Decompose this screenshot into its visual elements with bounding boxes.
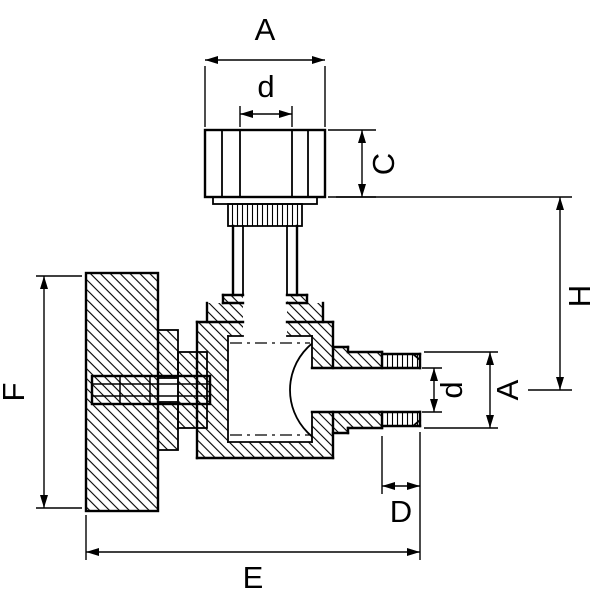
dimension-A-outlet: A — [424, 351, 525, 429]
chamber-internals — [230, 342, 312, 438]
dimension-label-A-top: A — [255, 12, 276, 47]
inlet-pipe — [221, 224, 309, 305]
outlet-port — [310, 345, 422, 435]
dimension-label-H: H — [562, 285, 597, 307]
inlet-nut — [203, 128, 327, 227]
outlet-thread-bottom-fill — [382, 412, 420, 426]
outlet-bore-fill — [312, 368, 420, 412]
chamfer-line — [411, 352, 422, 362]
dimension-H: H — [336, 196, 597, 391]
dimension-E: E — [85, 432, 421, 595]
handle-plate — [84, 271, 160, 513]
outlet-thread-top-fill — [382, 354, 420, 368]
dimension-D: D — [381, 436, 420, 529]
chamber-fill — [228, 336, 312, 442]
dimension-label-D: D — [390, 494, 412, 529]
inlet-thread-outline — [227, 203, 303, 227]
dimension-label-d-outlet: d — [434, 381, 469, 398]
dimension-label-d-top: d — [257, 69, 274, 104]
inlet-bore-fill — [243, 295, 287, 341]
dimension-label-E: E — [243, 560, 264, 595]
valve-body — [195, 301, 335, 460]
inlet-thread-fill — [228, 204, 302, 226]
handle-plate-fill — [86, 273, 158, 511]
dimension-d-outlet: d — [422, 367, 469, 413]
dimension-label-A-outlet: A — [490, 379, 525, 400]
handle-hub-lower-fill — [158, 402, 178, 450]
dimension-F: F — [0, 275, 82, 509]
chamfer-line — [411, 418, 422, 428]
nut-body — [203, 128, 327, 199]
handle — [84, 271, 208, 513]
dimension-d-top: d — [239, 69, 293, 127]
dimension-label-F: F — [0, 383, 31, 402]
spindle-shaft — [90, 374, 212, 406]
handle-hub-upper-fill — [158, 330, 178, 378]
dimension-A-top: A — [204, 12, 326, 127]
bore-cutouts — [228, 295, 420, 442]
ball-seat-arc — [289, 342, 312, 438]
dimension-label-C: C — [366, 153, 401, 175]
spindle — [90, 374, 212, 406]
dimension-C: C — [328, 129, 401, 198]
